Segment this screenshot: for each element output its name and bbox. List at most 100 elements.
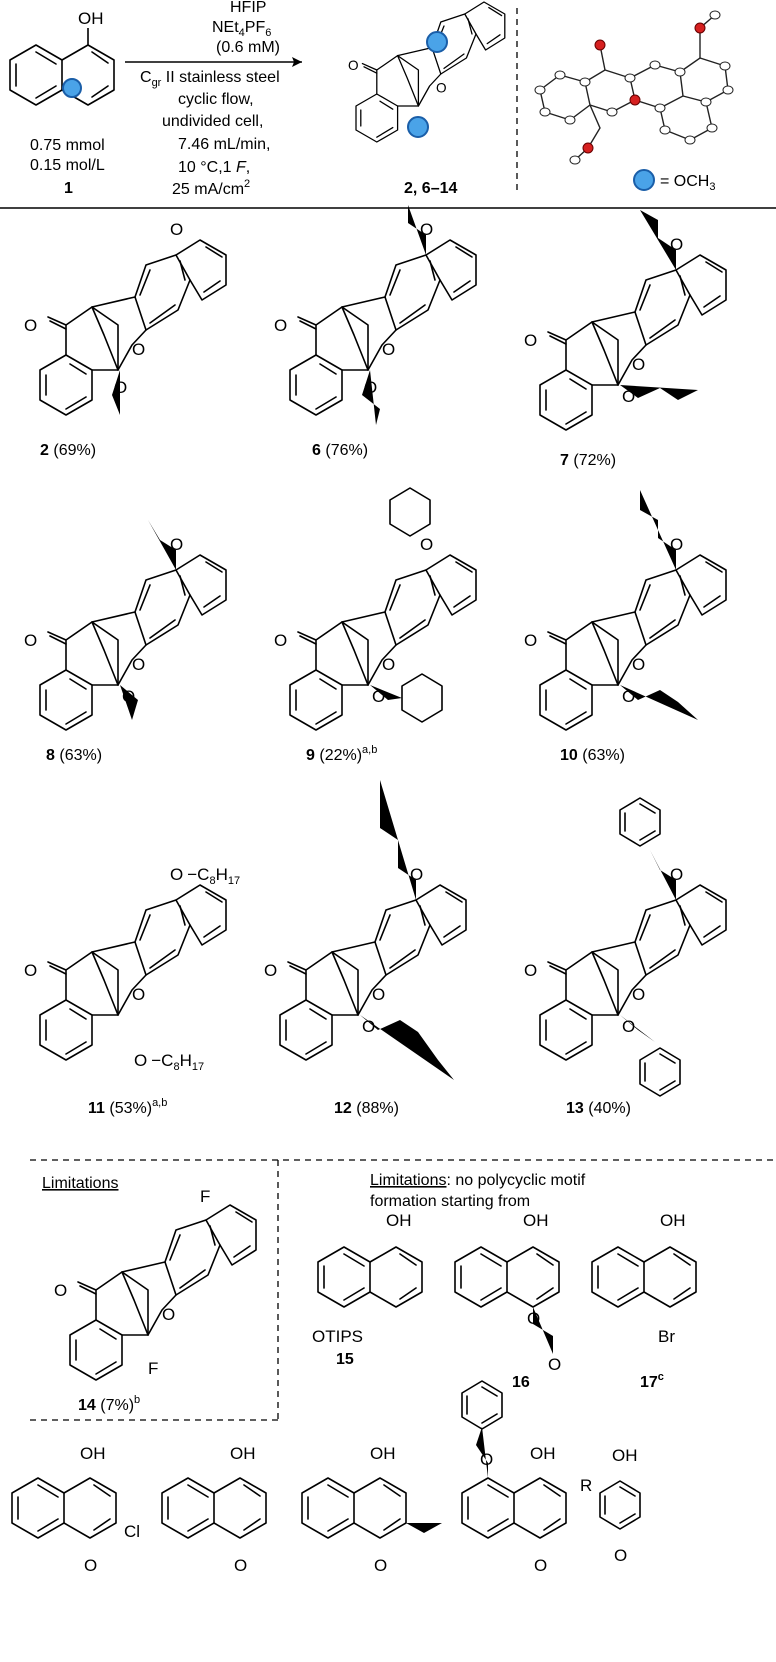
compound-6-structure: O O O O bbox=[274, 205, 477, 425]
compound-12-label: 12 (88%) bbox=[334, 1100, 399, 1117]
svg-text:O: O bbox=[364, 378, 377, 397]
svg-text:O: O bbox=[632, 355, 645, 374]
svg-text:OTIPS: OTIPS bbox=[312, 1327, 363, 1346]
compound-10-label: 10 (63%) bbox=[560, 747, 625, 764]
svg-text:O: O bbox=[24, 631, 37, 650]
svg-text:O: O bbox=[548, 1355, 561, 1374]
xray-structure bbox=[534, 10, 734, 165]
svg-text:O: O bbox=[420, 535, 433, 554]
reaction-conditions: HFIP NEt4PF6 (0.6 mM) Cgr II stainless s… bbox=[125, 0, 302, 198]
svg-text:O: O bbox=[524, 961, 537, 980]
compound-17-structure: OH Br bbox=[591, 1211, 697, 1346]
svg-text:OH: OH bbox=[523, 1211, 549, 1230]
product-structure: O O bbox=[348, 1, 506, 143]
svg-text:OH: OH bbox=[612, 1446, 638, 1465]
svg-text:O: O bbox=[170, 535, 183, 554]
compound-15-structure: OH OTIPS bbox=[312, 1211, 423, 1346]
svg-text:O: O bbox=[24, 316, 37, 335]
condition-current: 25 mA/cm2 bbox=[172, 178, 250, 198]
svg-text:O: O bbox=[362, 1017, 375, 1036]
svg-text:O: O bbox=[170, 220, 183, 239]
compound-6-label: 6 (76%) bbox=[312, 442, 368, 459]
svg-text:O: O bbox=[122, 687, 135, 706]
legend-text: = OCH3 bbox=[660, 173, 715, 193]
svg-text:O: O bbox=[114, 378, 127, 397]
svg-text:OH: OH bbox=[370, 1444, 396, 1463]
compound-15-label: 15 bbox=[336, 1351, 354, 1368]
limitations-right-text: formation starting from bbox=[370, 1193, 530, 1210]
svg-text:Cl: Cl bbox=[124, 1522, 140, 1541]
svg-text:O: O bbox=[84, 1556, 97, 1575]
svg-text:O: O bbox=[524, 331, 537, 350]
svg-text:O: O bbox=[24, 961, 37, 980]
svg-text:O: O bbox=[534, 1556, 547, 1575]
svg-text:O: O bbox=[132, 340, 145, 359]
svg-text:F: F bbox=[200, 1187, 210, 1206]
svg-text:OH: OH bbox=[230, 1444, 256, 1463]
svg-text:O: O bbox=[632, 655, 645, 674]
svg-text:O: O bbox=[622, 687, 635, 706]
compound-14-structure: O O F F bbox=[54, 1187, 257, 1381]
compound-17-label: 17c bbox=[640, 1371, 664, 1391]
bottom-substrate-1: OH Cl O bbox=[11, 1444, 140, 1575]
svg-text:O: O bbox=[264, 961, 277, 980]
compound-16-label: 16 bbox=[512, 1374, 530, 1391]
svg-text:O: O bbox=[382, 655, 395, 674]
svg-text:O: O bbox=[374, 1556, 387, 1575]
svg-text:O: O bbox=[372, 687, 385, 706]
compound-9-structure: O O O O bbox=[274, 487, 477, 731]
svg-text:O−C8H17: O−C8H17 bbox=[134, 1051, 204, 1073]
limitations-right-title: Limitations: no polycyclic motif bbox=[370, 1172, 586, 1189]
svg-text:OH: OH bbox=[386, 1211, 412, 1230]
methoxy-site-marker bbox=[62, 78, 82, 98]
svg-text:O: O bbox=[162, 1305, 175, 1324]
svg-text:O: O bbox=[670, 865, 683, 884]
svg-text:R: R bbox=[580, 1476, 592, 1495]
bottom-substrate-2: OH O bbox=[161, 1444, 284, 1575]
svg-text:O: O bbox=[420, 220, 433, 239]
bottom-substrate-3: OH O bbox=[301, 1444, 442, 1575]
svg-text:O: O bbox=[622, 1017, 635, 1036]
svg-text:O: O bbox=[372, 985, 385, 1004]
compound-11-label: 11 (53%)a,b bbox=[88, 1097, 167, 1117]
svg-text:O: O bbox=[382, 340, 395, 359]
svg-text:O: O bbox=[274, 631, 287, 650]
compound-13-structure: O O O O bbox=[524, 797, 727, 1097]
compound-2-label: 2 (69%) bbox=[40, 442, 96, 459]
bottom-substrate-5: OH R O bbox=[580, 1446, 641, 1565]
condition-temp: 10 °C,1 F, bbox=[178, 159, 250, 176]
compound-10-structure: O O O O bbox=[524, 490, 727, 731]
condition-concentration: (0.6 mM) bbox=[216, 39, 280, 56]
compound-11-structure: O O O−C8H17 O−C8H17 bbox=[24, 865, 240, 1073]
compound-8-label: 8 (63%) bbox=[46, 747, 102, 764]
condition-solvent: HFIP bbox=[230, 0, 266, 16]
svg-text:O: O bbox=[436, 80, 447, 95]
svg-text:O: O bbox=[348, 58, 359, 73]
product-label: 2, 6–14 bbox=[404, 180, 457, 197]
reactant-concentration: 0.15 mol/L bbox=[30, 157, 105, 174]
reactant-naphthol: OH bbox=[9, 9, 115, 106]
svg-text:O: O bbox=[480, 1450, 493, 1469]
svg-text:OH: OH bbox=[80, 1444, 106, 1463]
svg-text:OH: OH bbox=[530, 1444, 556, 1463]
condition-flowrate: 7.46 mL/min, bbox=[178, 136, 270, 153]
svg-text:O: O bbox=[410, 865, 423, 884]
compound-13-label: 13 (40%) bbox=[566, 1100, 631, 1117]
arrowhead bbox=[292, 57, 302, 67]
compound-7-label: 7 (72%) bbox=[560, 452, 616, 469]
svg-text:O: O bbox=[527, 1309, 540, 1328]
methoxy-site-top bbox=[426, 31, 448, 53]
reactant-label: 1 bbox=[64, 180, 73, 197]
compound-8-structure: O O O O bbox=[24, 520, 227, 731]
compound-7-structure: O O O O bbox=[524, 210, 727, 431]
svg-text:O: O bbox=[622, 387, 635, 406]
compound-12-structure: O O O O bbox=[264, 780, 467, 1084]
condition-cell: undivided cell, bbox=[162, 113, 263, 130]
condition-flow: cyclic flow, bbox=[178, 91, 254, 108]
svg-text:F: F bbox=[148, 1359, 158, 1378]
compound-2-structure: O O O O bbox=[24, 220, 227, 416]
compound-14-label: 14 (7%)b bbox=[78, 1394, 140, 1414]
svg-text:O: O bbox=[670, 535, 683, 554]
compound-9-label: 9 (22%)a,b bbox=[306, 744, 377, 764]
condition-electrolyte: NEt4PF6 bbox=[212, 19, 271, 39]
